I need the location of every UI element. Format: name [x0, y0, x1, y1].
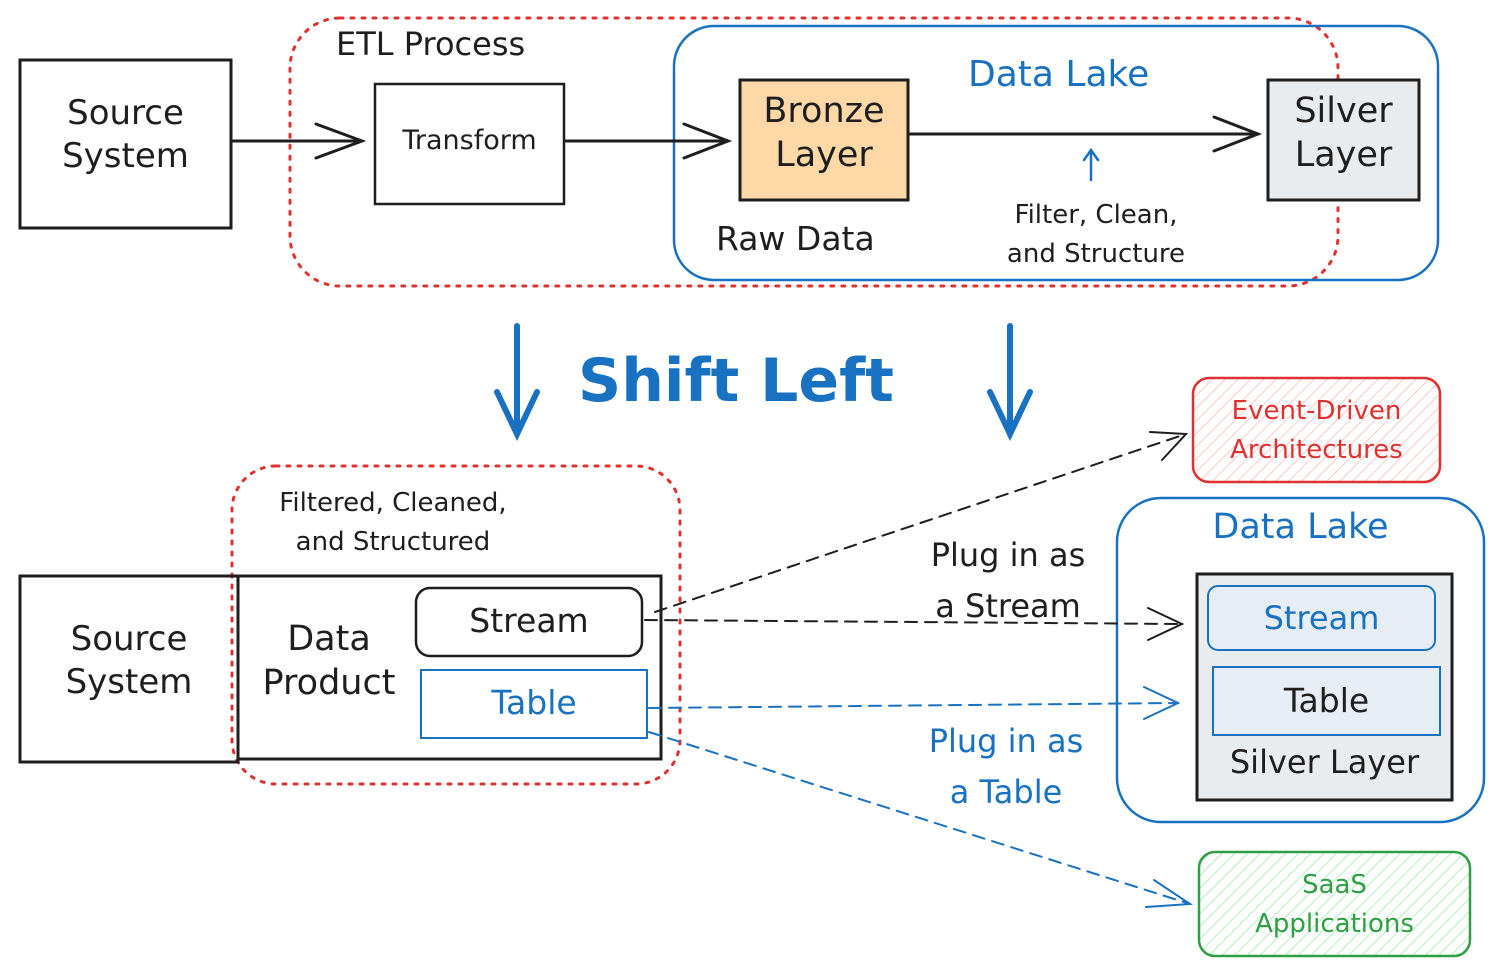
silver-layer-label-bottom: Silver Layer [1229, 743, 1420, 781]
data-lake-region-top [672, 24, 1440, 282]
filtered-region [230, 464, 682, 786]
arrow-stream-to-event-driven [654, 431, 1189, 613]
etl-process-label: ETL Process [336, 25, 526, 63]
shift-left-arrow-right [987, 323, 1033, 441]
shift-left-title: Shift Left [578, 346, 894, 416]
arrow-table-to-lake-table [648, 686, 1181, 720]
data-product-label: Data Product [262, 619, 396, 703]
saas-box [1197, 850, 1472, 958]
table-box [420, 669, 648, 739]
data-product-box [236, 574, 663, 761]
source-system-box-top [18, 58, 233, 230]
lake-table-box [1212, 666, 1441, 736]
filtered-cleaned-note: Filtered, Cleaned, and Structured [279, 488, 507, 557]
lake-stream-label: Stream [1263, 599, 1380, 637]
arrow-filter-up [1082, 147, 1100, 182]
bronze-layer-label: Bronze Layer [763, 91, 885, 175]
lake-stream-box [1207, 585, 1436, 651]
event-driven-label: Event-Driven Architectures [1230, 396, 1403, 465]
stream-label: Stream [469, 601, 589, 640]
plug-in-stream-label: Plug in as a Stream [930, 536, 1086, 626]
arrow-table-to-saas [648, 731, 1193, 908]
source-system-label-top: Source System [62, 93, 189, 176]
data-lake-label-top: Data Lake [968, 54, 1150, 95]
data-lake-region-bottom [1115, 496, 1486, 824]
shift-left-arrow-left [494, 323, 540, 441]
data-lake-label-bottom: Data Lake [1212, 507, 1389, 547]
transform-label: Transform [402, 125, 537, 156]
silver-layer-box-top [1266, 78, 1421, 202]
event-driven-box [1191, 376, 1442, 484]
arrow-transform-to-bronze [564, 122, 733, 160]
filter-clean-note: Filter, Clean, and Structure [1006, 200, 1186, 269]
table-label: Table [491, 683, 577, 722]
lake-table-label: Table [1283, 681, 1370, 720]
arrow-stream-to-lake-stream [644, 607, 1185, 641]
arrow-bronze-to-silver [908, 115, 1263, 153]
saas-label: SaaS Applications [1255, 870, 1414, 939]
stream-box [414, 586, 644, 658]
transform-box [373, 82, 566, 206]
source-system-label-bottom: Source System [65, 619, 193, 702]
plug-in-table-label: Plug in as a Table [928, 722, 1084, 812]
raw-data-label: Raw Data [716, 219, 875, 258]
arrow-source-to-transform [231, 122, 367, 160]
bronze-layer-box [738, 78, 910, 202]
silver-layer-label-top: Silver Layer [1294, 91, 1393, 175]
